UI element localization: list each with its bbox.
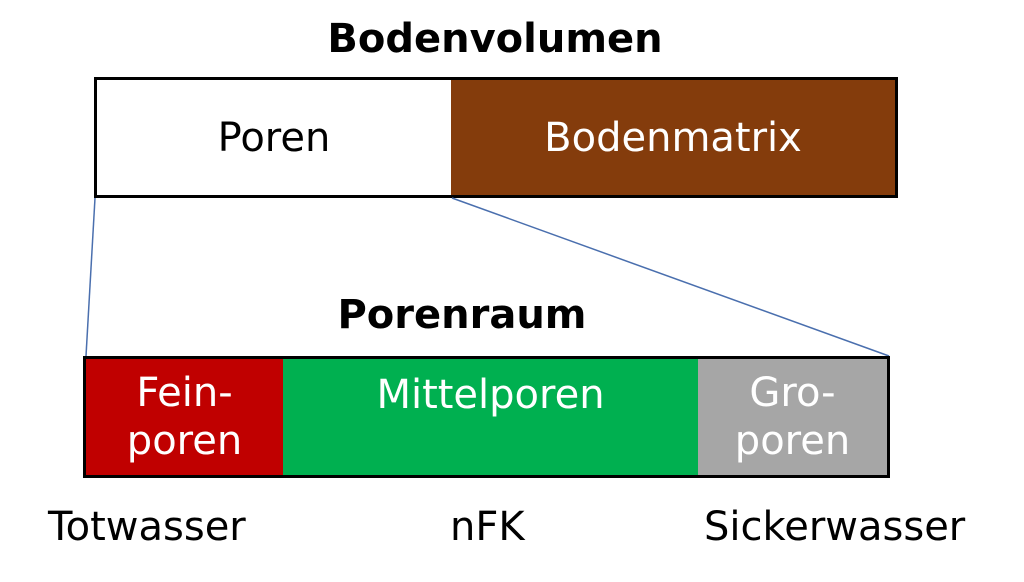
coarse-pores-label-line2: poren (734, 418, 851, 464)
fine-pores-label-line1: Fein- (136, 370, 233, 416)
nfk-label: nFK (450, 504, 525, 550)
coarse-pores-segment: Gro- poren (698, 356, 890, 478)
medium-pores-segment: Mittelporen (283, 356, 701, 478)
soil-matrix-segment: Bodenmatrix (451, 77, 898, 198)
dead-water-label: Totwasser (48, 504, 246, 550)
soil-matrix-label: Bodenmatrix (544, 114, 802, 161)
coarse-pores-label-line1: Gro- (749, 370, 836, 416)
diagram-title-bodenvolumen: Bodenvolumen (327, 16, 663, 62)
fine-pores-segment: Fein- poren (83, 356, 286, 478)
fine-pores-label-line2: poren (126, 418, 243, 464)
pores-label: Poren (217, 114, 331, 161)
diagram-title-porenraum: Porenraum (337, 292, 587, 338)
seepage-water-label: Sickerwasser (704, 504, 966, 550)
pores-segment: Poren (94, 77, 454, 198)
medium-pores-label: Mittelporen (376, 372, 605, 418)
connector-line-right (451, 197, 890, 357)
connector-line-left (85, 197, 96, 357)
